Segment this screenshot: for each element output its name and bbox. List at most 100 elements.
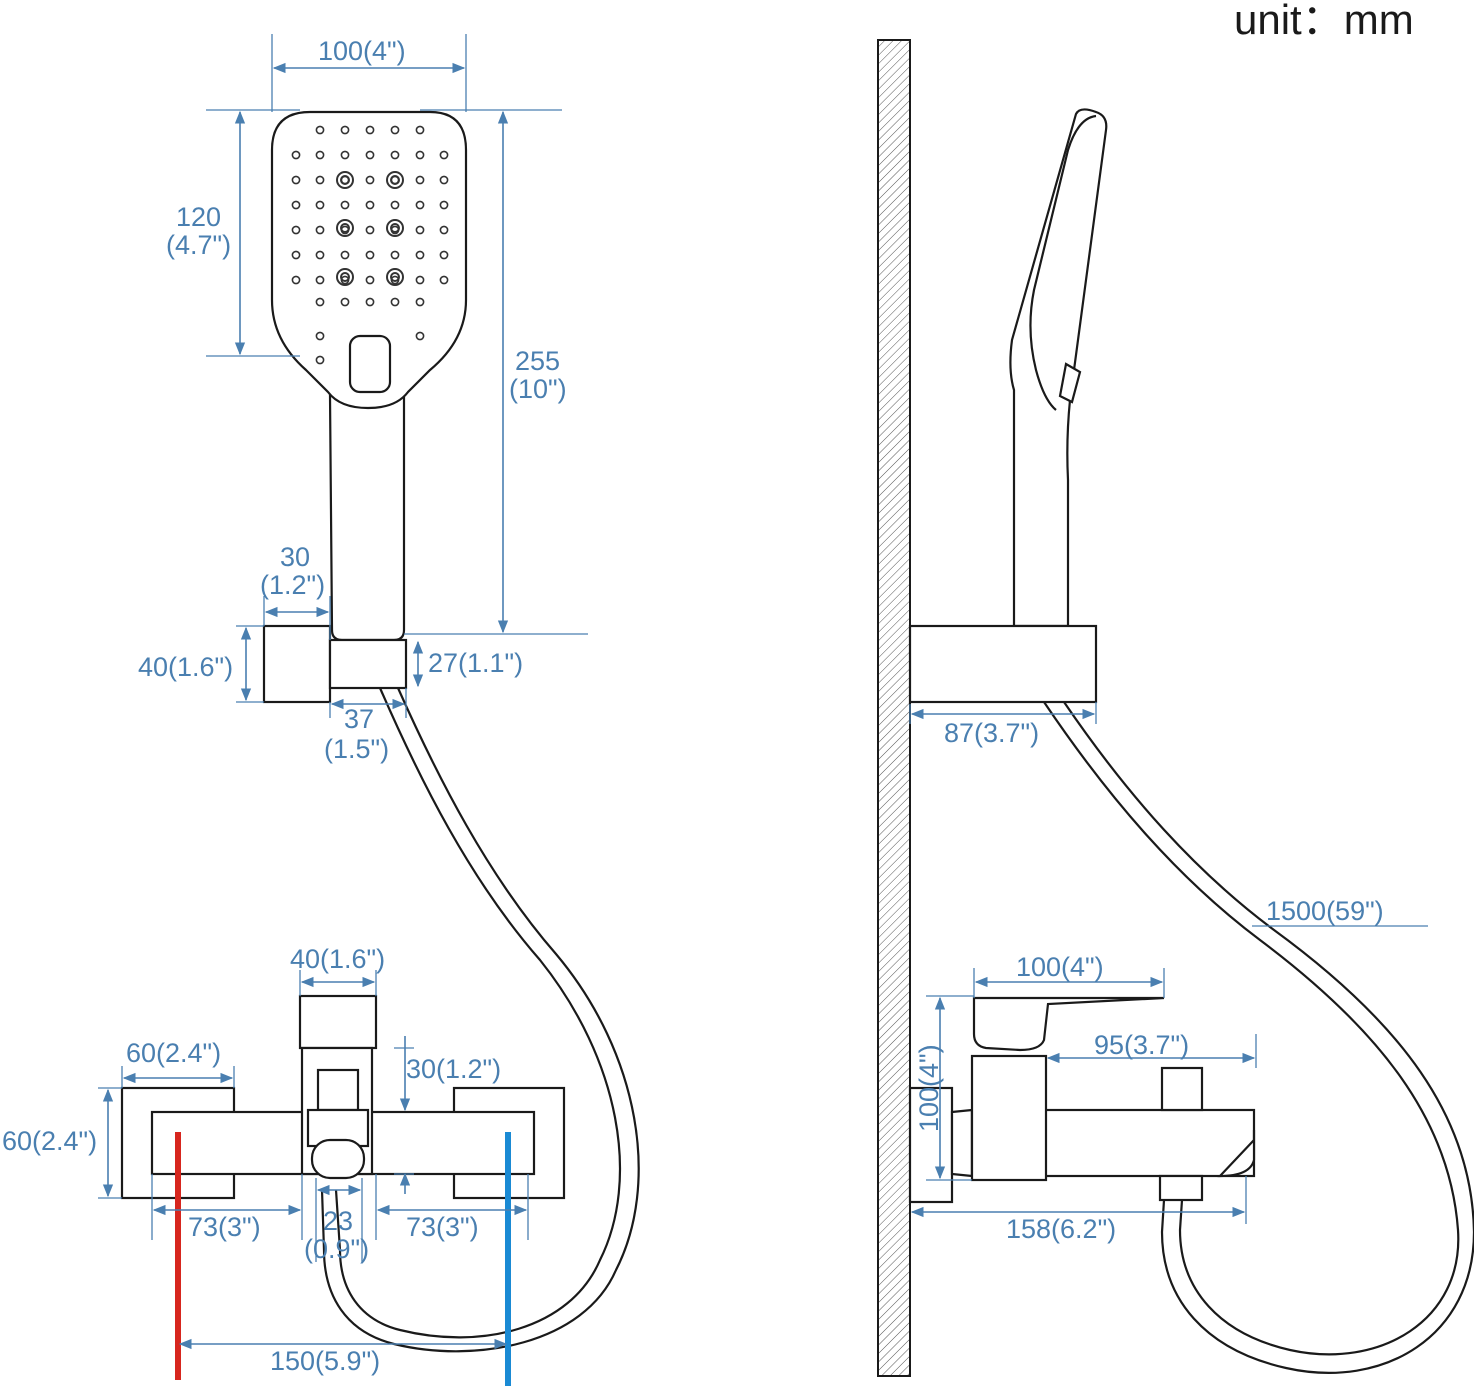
- side-hose-inner: [1063, 701, 1474, 1374]
- center-width-mm: 23: [323, 1206, 353, 1236]
- large-nozzle: [390, 272, 400, 282]
- hose-length-label: 1500(59"): [1266, 896, 1384, 926]
- nozzle: [365, 297, 375, 307]
- side-shower-handle: [1009, 108, 1108, 628]
- nozzle: [291, 275, 301, 285]
- nozzle: [365, 250, 375, 260]
- inlet-spacing-label: 150(5.9"): [270, 1346, 380, 1376]
- nozzle: [415, 150, 425, 160]
- side-diverter-knob: [1160, 1066, 1204, 1112]
- nozzle: [315, 150, 325, 160]
- nozzle: [439, 150, 449, 160]
- side-hex-connector: [950, 1108, 974, 1178]
- body-height-label: 100(4"): [914, 1044, 944, 1132]
- nozzle: [291, 200, 301, 210]
- head-height-mm: 120: [176, 202, 221, 232]
- nozzle: [415, 225, 425, 235]
- large-nozzle: [336, 219, 354, 237]
- nozzle: [415, 331, 425, 341]
- nozzle: [315, 297, 325, 307]
- unit-label: unit：mm: [1234, 0, 1414, 43]
- head-width-label: 100(4"): [318, 36, 406, 66]
- large-nozzle: [340, 175, 350, 185]
- nozzle: [315, 250, 325, 260]
- holder-offset-mm: 37: [344, 704, 374, 734]
- diverter-offset-label: 95(3.7"): [1094, 1030, 1189, 1060]
- head-height-in: (4.7"): [166, 230, 231, 260]
- nozzle: [415, 275, 425, 285]
- end-cap-width-label: 60(2.4"): [126, 1038, 221, 1068]
- side-view: 87(3.7") 1500(59") 100(4") 100(4") 95(3.…: [877, 39, 1474, 1377]
- side-hose: [1043, 701, 1460, 1356]
- front-view: 100(4") 120 (4.7") 255 (10") 30 (1.2") 4…: [2, 34, 640, 1386]
- nozzle: [315, 200, 325, 210]
- nozzle: [365, 225, 375, 235]
- diverter-collar: [316, 1068, 360, 1112]
- nozzle: [315, 225, 325, 235]
- nozzle: [315, 175, 325, 185]
- front-hose: [334, 687, 622, 1339]
- end-cap-height-label: 60(2.4"): [2, 1126, 97, 1156]
- large-nozzle: [340, 223, 350, 233]
- nozzle: [439, 175, 449, 185]
- side-head-face: [1029, 114, 1097, 411]
- nozzle: [365, 275, 375, 285]
- large-nozzle: [390, 175, 400, 185]
- nozzle: [390, 250, 400, 260]
- holder-cup: [328, 638, 408, 690]
- nozzle: [390, 200, 400, 210]
- nozzle: [315, 275, 325, 285]
- shower-handle: [328, 393, 406, 642]
- large-nozzle: [336, 268, 354, 286]
- holder-base: [262, 624, 332, 704]
- holder-offset-in: (1.5"): [324, 734, 389, 764]
- side-valve-stem: [970, 1054, 1048, 1182]
- large-nozzle: [386, 268, 404, 286]
- large-nozzle: [386, 171, 404, 189]
- side-hose-outlet: [1158, 1174, 1204, 1202]
- nozzle: [291, 150, 301, 160]
- nozzle: [439, 200, 449, 210]
- total-height-in: (10"): [509, 374, 567, 404]
- wall-section: [877, 39, 911, 1377]
- nozzle: [291, 250, 301, 260]
- nozzle: [315, 125, 325, 135]
- front-hose-inner: [320, 687, 640, 1353]
- nozzle: [439, 250, 449, 260]
- left-span-label: 73(3"): [188, 1212, 261, 1242]
- side-lever: [972, 996, 1165, 1052]
- nozzle: [291, 175, 301, 185]
- nozzle: [365, 125, 375, 135]
- large-nozzle: [386, 219, 404, 237]
- nozzle: [315, 355, 325, 365]
- total-height-mm: 255: [515, 346, 560, 376]
- nozzle: [340, 297, 350, 307]
- spout-reach-label: 158(6.2"): [1006, 1214, 1116, 1244]
- holder-width-in: (1.2"): [260, 570, 325, 600]
- nozzle: [415, 250, 425, 260]
- nozzle: [415, 200, 425, 210]
- right-span-label: 73(3"): [406, 1212, 479, 1242]
- holder-inner-height-label: 27(1.1"): [428, 648, 523, 678]
- diverter-knob: [298, 994, 378, 1050]
- nozzle: [439, 275, 449, 285]
- nozzle-grid: [291, 125, 449, 365]
- nozzle: [415, 125, 425, 135]
- nozzle: [315, 331, 325, 341]
- holder-height-label: 40(1.6"): [138, 652, 233, 682]
- nozzle: [439, 225, 449, 235]
- diverter-height-label: 30(1.2"): [406, 1054, 501, 1084]
- nozzle: [415, 297, 425, 307]
- diverter-width-label: 40(1.6"): [290, 944, 385, 974]
- large-nozzle: [336, 171, 354, 189]
- side-spout-tip: [1217, 1130, 1256, 1178]
- holder-width-mm: 30: [280, 542, 310, 572]
- holder-depth-label: 87(3.7"): [944, 718, 1039, 748]
- large-nozzle: [340, 272, 350, 282]
- nozzle: [365, 175, 375, 185]
- side-holder: [908, 624, 1098, 704]
- side-spray-button: [1058, 362, 1082, 404]
- nozzle: [340, 200, 350, 210]
